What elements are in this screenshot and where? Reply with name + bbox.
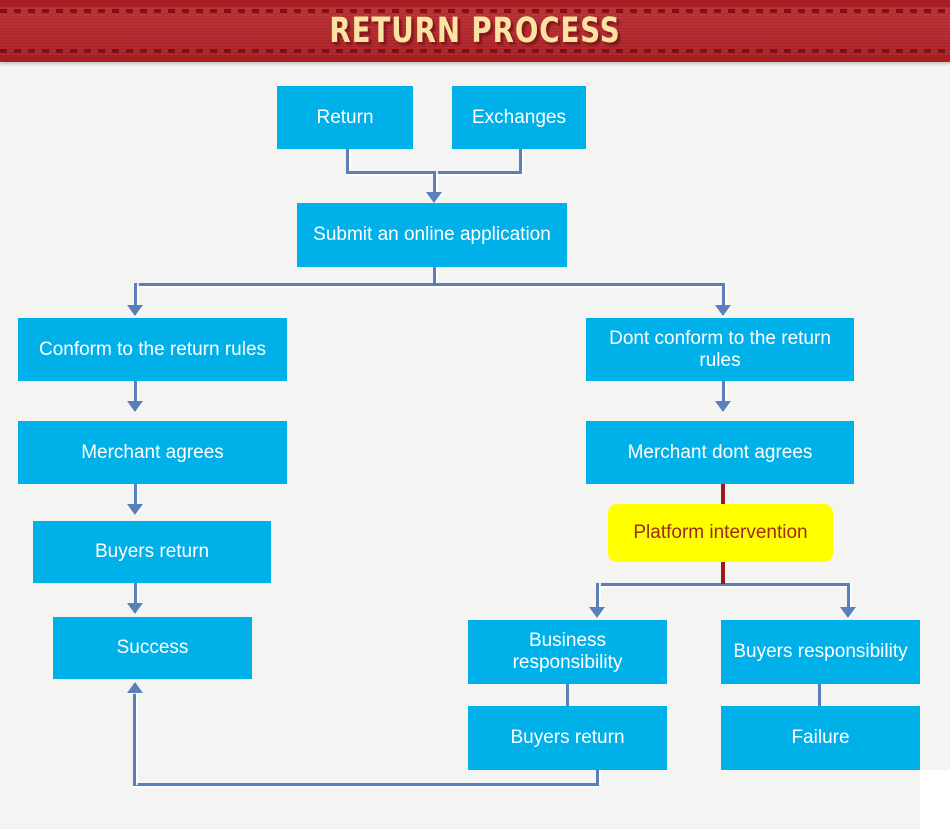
node-buyers-responsibility[interactable]: Buyers responsibility xyxy=(721,620,920,684)
arrowhead-to-dont-conform xyxy=(715,305,731,316)
connector-platform-split-left-down xyxy=(596,583,599,609)
arrowhead-to-conform xyxy=(127,305,143,316)
arrowhead-to-merchant-agrees xyxy=(127,401,143,412)
connector-conform-to-merchant xyxy=(134,381,137,403)
connector-split-bar xyxy=(134,283,725,286)
arrowhead-to-buyers-responsibility xyxy=(840,607,856,618)
diagram-canvas-lower xyxy=(0,770,920,829)
connector-exchanges-down xyxy=(519,149,522,174)
page-title: RETURN PROCESS xyxy=(329,11,621,51)
arrowhead-to-submit xyxy=(426,192,442,203)
connector-feedback-horizontal xyxy=(133,783,599,786)
connector-buyers-return-to-success xyxy=(134,583,137,605)
node-buyers-return-left[interactable]: Buyers return xyxy=(33,521,271,583)
connector-submit-down xyxy=(433,267,436,286)
connector-split-left-down xyxy=(134,283,137,307)
arrowhead-to-buyers-return-left xyxy=(127,504,143,515)
node-failure[interactable]: Failure xyxy=(721,706,920,770)
arrowhead-to-merchant-dont-agrees xyxy=(715,401,731,412)
node-success[interactable]: Success xyxy=(53,617,252,679)
node-exchanges[interactable]: Exchanges xyxy=(452,86,586,149)
banner-top-edge xyxy=(0,0,950,7)
node-merchant-agrees[interactable]: Merchant agrees xyxy=(18,421,287,484)
connector-split-right-down xyxy=(722,283,725,307)
connector-merge-down xyxy=(433,171,436,194)
banner-bottom-edge xyxy=(0,55,950,62)
banner-dashed-line-bottom xyxy=(0,49,950,53)
connector-buyers-resp-to-failure xyxy=(818,684,821,708)
node-dont-conform-to-return-rules[interactable]: Dont conform to the return rules xyxy=(586,318,854,381)
arrowhead-feedback-to-success xyxy=(127,682,143,693)
connector-feedback-up xyxy=(133,693,136,785)
node-return[interactable]: Return xyxy=(277,86,413,149)
banner-dashed-line-top xyxy=(0,9,950,13)
connector-platform-split-right-down xyxy=(847,583,850,609)
node-submit-application[interactable]: Submit an online application xyxy=(297,203,567,267)
connector-return-down xyxy=(346,149,349,174)
diagram-canvas-right-strip xyxy=(920,62,950,770)
connector-merchant-to-buyers-return xyxy=(134,484,137,506)
connector-dont-conform-to-merchant xyxy=(722,381,725,403)
node-buyers-return-bottom[interactable]: Buyers return xyxy=(468,706,667,770)
connector-business-to-buyers-return xyxy=(566,684,569,708)
connector-feedback-down xyxy=(596,770,599,785)
node-platform-intervention[interactable]: Platform intervention xyxy=(608,504,833,562)
connector-platform-split-bar xyxy=(596,583,850,586)
node-merchant-dont-agrees[interactable]: Merchant dont agrees xyxy=(586,421,854,484)
node-business-responsibility[interactable]: Business responsibility xyxy=(468,620,667,684)
arrowhead-to-success xyxy=(127,603,143,614)
header-banner: RETURN PROCESS xyxy=(0,0,950,62)
arrowhead-to-business-responsibility xyxy=(589,607,605,618)
node-conform-to-return-rules[interactable]: Conform to the return rules xyxy=(18,318,287,381)
